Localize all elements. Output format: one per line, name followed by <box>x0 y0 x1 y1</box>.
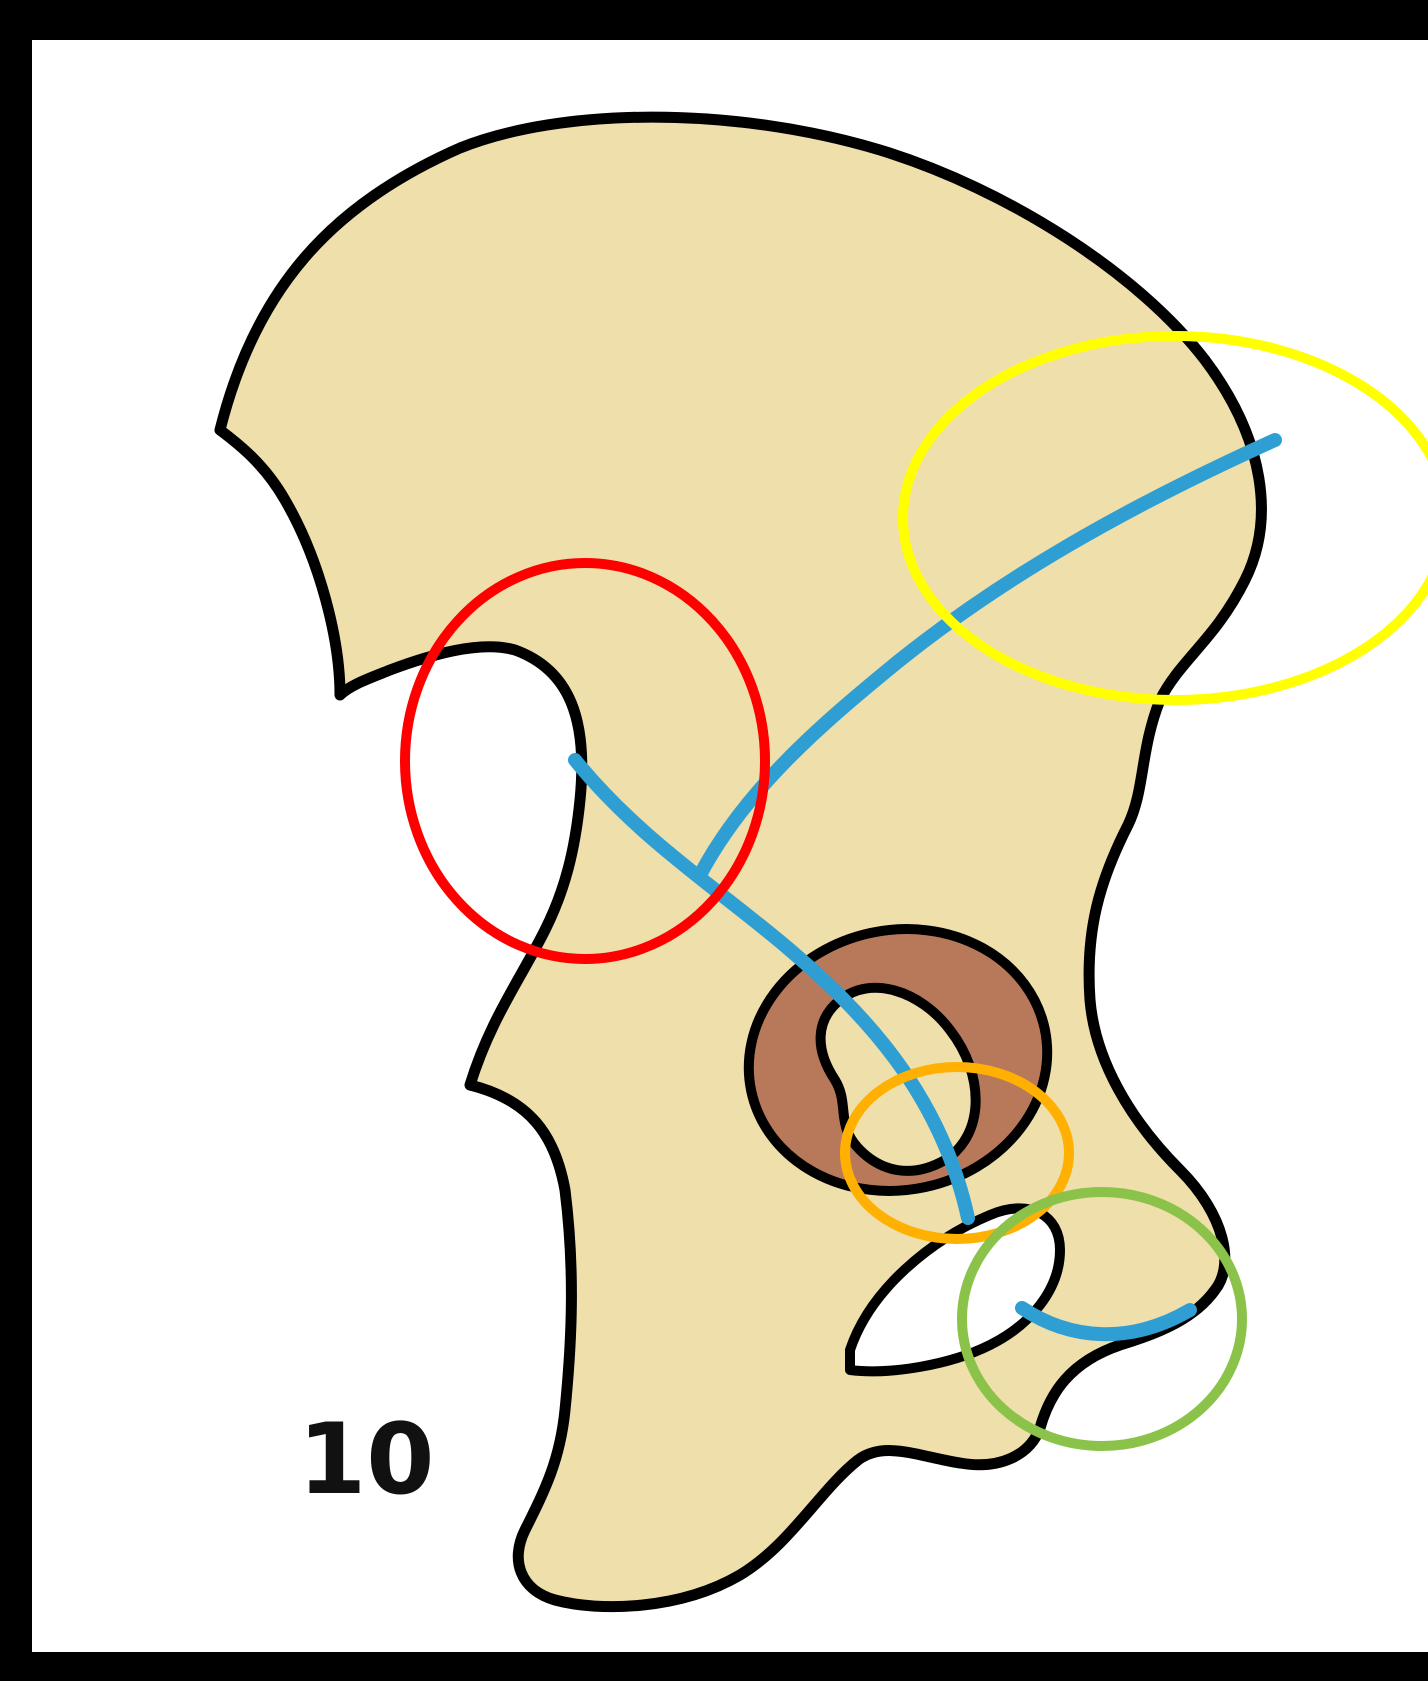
figure-number: 10 <box>298 1403 434 1517</box>
